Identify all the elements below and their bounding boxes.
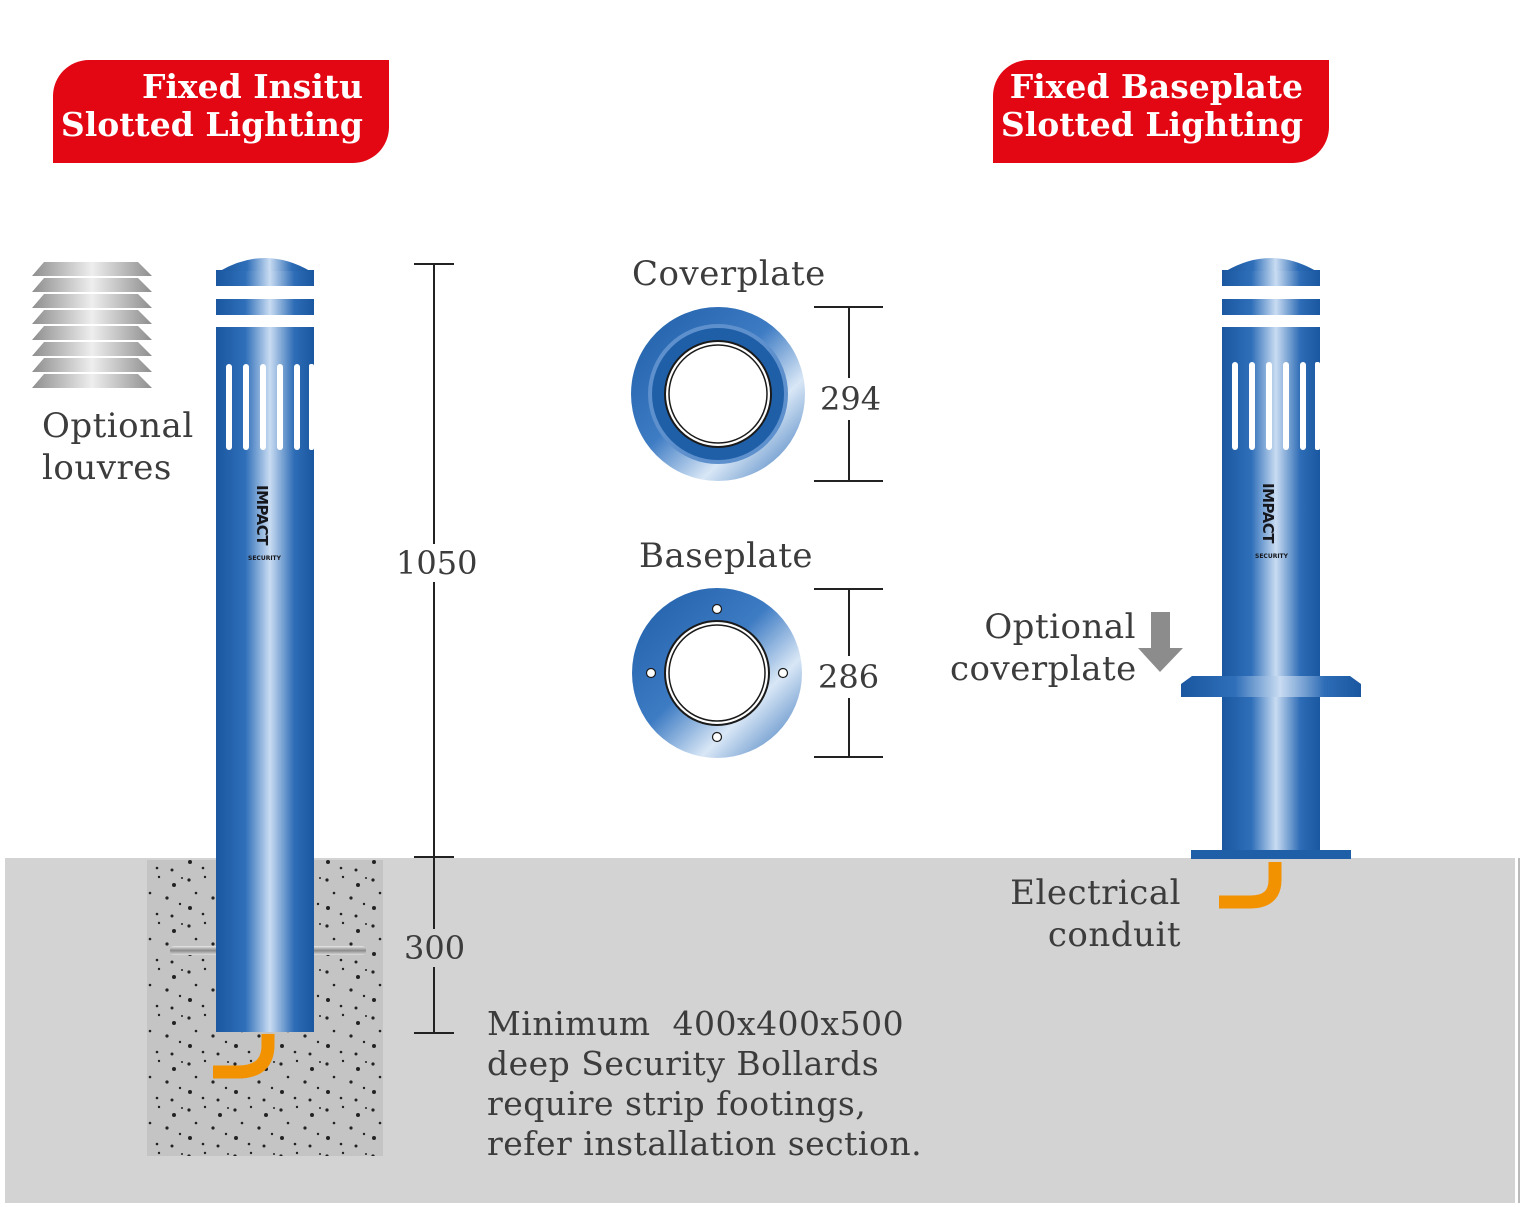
note-line: deep Security Bollards [487, 1044, 880, 1083]
dimension-300: 300 [404, 929, 466, 967]
label-line: Optional [42, 406, 194, 446]
brand-sub: SECURITY [1255, 553, 1288, 560]
brand-name: IMPACT [1258, 483, 1277, 543]
optional-coverplate-label: Optional coverplate [950, 606, 1136, 690]
conduit-right [1219, 862, 1282, 909]
badge-fixed-baseplate: Fixed Baseplate Slotted Lighting [993, 60, 1329, 163]
badge-fixed-insitu: Fixed Insitu Slotted Lighting [53, 60, 389, 163]
label-line: Optional [984, 607, 1136, 647]
brand-logo-left: IMPACT SECURITY [240, 485, 290, 570]
brand-logo-right: IMPACT SECURITY [1246, 483, 1296, 568]
coverplate-ring [631, 307, 805, 481]
conduit-left [213, 1034, 275, 1079]
dimension-294: 294 [820, 378, 882, 420]
louvres-stack [32, 262, 152, 388]
label-line: coverplate [950, 649, 1137, 689]
optional-louvres-label: Optional louvres [42, 405, 194, 489]
electrical-conduit-label: Electrical conduit [1000, 872, 1181, 956]
badge-line-1: Fixed Baseplate [1009, 67, 1303, 106]
badge-line-2: Slotted Lighting [60, 105, 363, 144]
dimension-1050: 1050 [396, 544, 478, 582]
badge-line-2: Slotted Lighting [1000, 105, 1303, 144]
down-arrow-icon [1138, 612, 1183, 672]
brand-sub: SECURITY [248, 555, 281, 562]
dimension-286: 286 [818, 656, 880, 698]
label-line: Electrical [1010, 873, 1181, 913]
brand-name: IMPACT [252, 485, 271, 545]
label-line: conduit [1047, 915, 1181, 955]
note-line: require strip footings, [487, 1084, 867, 1123]
baseplate-title: Baseplate [639, 536, 814, 576]
label-line: louvres [42, 448, 172, 488]
dimension-lines-left [414, 263, 454, 1034]
badge-line-1: Fixed Insitu [142, 67, 363, 106]
baseplate-bollard [1181, 258, 1361, 909]
baseplate-ring [632, 588, 802, 758]
base-plate [1191, 850, 1351, 859]
coverplate-title: Coverplate [632, 254, 826, 294]
optional-coverplate [1181, 676, 1361, 697]
note-line: Minimum 400x400x500 [487, 1004, 905, 1043]
footing-note: Minimum 400x400x500 deep Security Bollar… [487, 1004, 922, 1164]
note-line: refer installation section. [487, 1124, 923, 1163]
insitu-bollard [213, 258, 314, 1079]
